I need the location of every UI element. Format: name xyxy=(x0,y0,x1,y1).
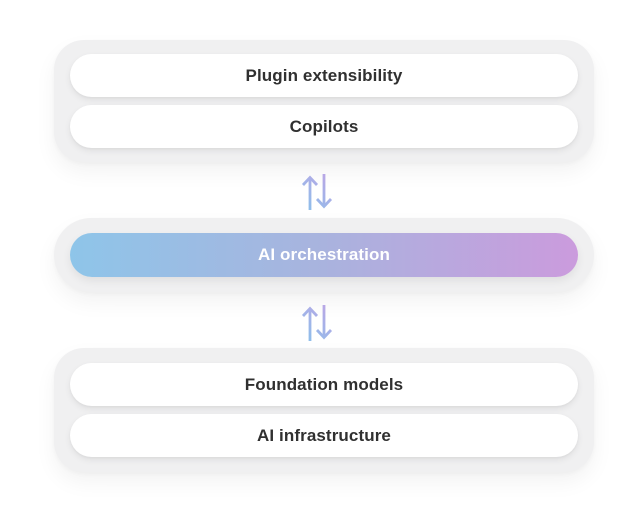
node-label: AI orchestration xyxy=(258,245,390,264)
up-down-arrows-icon xyxy=(299,172,335,212)
node-label: Foundation models xyxy=(244,374,404,394)
copilots-layer-group: Plugin extensibility Copilots xyxy=(54,40,594,162)
up-down-arrows-icon xyxy=(299,303,335,343)
node-copilots: Copilots xyxy=(70,105,578,148)
node-foundation-models: Foundation models xyxy=(70,363,578,406)
node-label: Plugin extensibility xyxy=(245,65,403,85)
node-plugin-extensibility: Plugin extensibility xyxy=(70,54,578,97)
node-label: AI infrastructure xyxy=(257,425,391,445)
node-label: Copilots xyxy=(289,116,359,136)
orchestration-layer-group: AI orchestration xyxy=(54,218,594,292)
node-ai-orchestration: AI orchestration xyxy=(70,233,578,277)
foundation-layer-group: Foundation models AI infrastructure xyxy=(54,348,594,472)
node-ai-infrastructure: AI infrastructure xyxy=(70,414,578,457)
